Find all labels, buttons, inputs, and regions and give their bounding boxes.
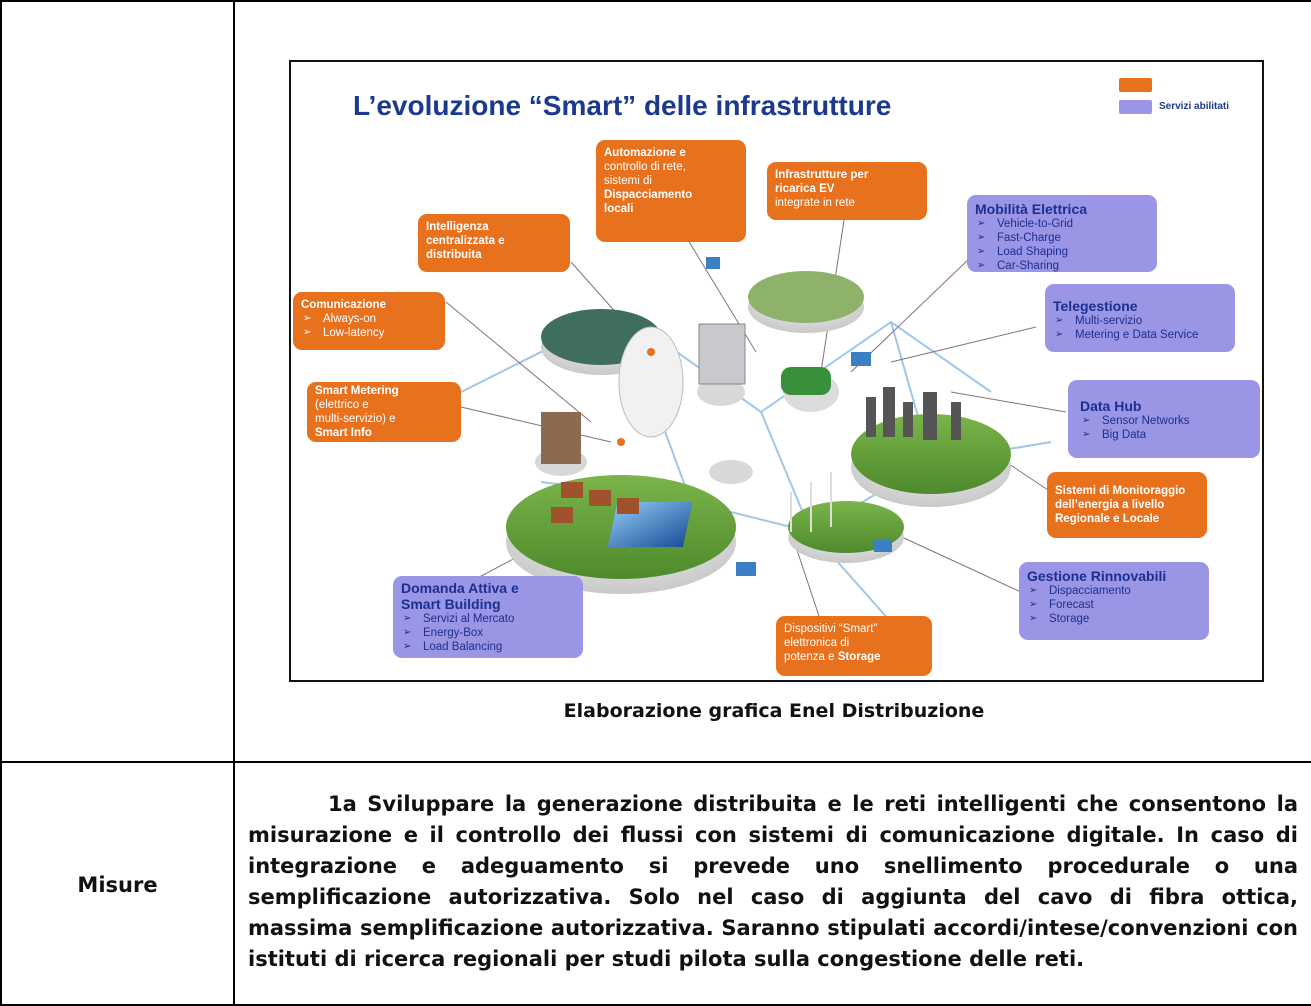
smart-grid-illustration — [445, 206, 1067, 623]
box-infrastrutture: Infrastrutture per ricarica EV integrate… — [767, 162, 927, 220]
box-infrastrutture-line: integrate in rete — [775, 197, 855, 209]
box-monitoraggio-line: Regionale e Locale — [1055, 513, 1160, 525]
box-dispositivi-line: elettronica di — [784, 637, 850, 649]
box-monitoraggio-line: dell’energia a livello — [1055, 499, 1165, 511]
list-item: Vehicle-to-Grid — [975, 217, 1149, 231]
box-smart-metering-line: Smart Info — [315, 427, 372, 439]
table-top-border — [0, 0, 1311, 2]
box-dispositivi-line: Dispositivi “Smart” — [784, 623, 878, 635]
box-automazione-line: locali — [604, 203, 634, 215]
list-item: Energy-Box — [401, 626, 575, 640]
box-monitoraggio: Sistemi di Monitoraggio dell’energia a l… — [1047, 472, 1207, 538]
box-infrastrutture-line: ricarica EV — [775, 183, 835, 195]
figure-title: L’evoluzione “Smart” delle infrastruttur… — [353, 90, 892, 121]
list-item: Metering e Data Service — [1053, 328, 1227, 342]
box-dispositivi-line: Storage — [837, 651, 881, 663]
box-intelligenza-line: Intelligenza — [426, 221, 489, 233]
box-data-hub: Data Hub Sensor Networks Big Data — [1068, 380, 1260, 458]
box-rinnovabili: Gestione Rinnovabili Dispacciamento Fore… — [1019, 562, 1209, 640]
box-mobilita: Mobilità Elettrica Vehicle-to-Grid Fast-… — [967, 195, 1157, 273]
figure-caption: Elaborazione grafica Enel Distribuzione — [563, 700, 985, 722]
list-item: Load Balancing — [401, 640, 575, 654]
box-mobilita-title: Mobilità Elettrica — [975, 201, 1088, 217]
list-item: Load Shaping — [975, 245, 1149, 259]
list-item: Sensor Networks — [1080, 414, 1252, 428]
measures-paragraph: 1a Sviluppare la generazione distribuita… — [248, 792, 1298, 971]
box-dispositivi: Dispositivi “Smart” elettronica di poten… — [776, 616, 932, 676]
table-left-border — [0, 0, 2, 1006]
legend-orange-swatch — [1119, 78, 1152, 92]
box-comunicazione: Comunicazione Always-on Low-latency — [293, 292, 445, 350]
list-item: Car-Sharing — [975, 259, 1149, 273]
list-item: Storage — [1027, 612, 1201, 626]
box-automazione: Automazione e controllo di rete, sistemi… — [596, 140, 746, 242]
box-smart-metering: Smart Metering (elettrico e multi-serviz… — [307, 382, 461, 442]
box-smart-metering-line: (elettrico e — [315, 399, 369, 411]
box-domanda-attiva: Domanda Attiva e Smart Building Servizi … — [393, 576, 583, 658]
box-automazione-line: sistemi di — [604, 175, 652, 187]
box-telegestione: Telegestione Multi-servizio Metering e D… — [1045, 284, 1235, 352]
box-intelligenza-line: centralizzata e — [426, 235, 505, 247]
box-intelligenza-line: distribuita — [426, 249, 482, 261]
box-domanda-title: Smart Building — [401, 596, 501, 612]
table-column-divider — [233, 0, 235, 1006]
list-item: Dispacciamento — [1027, 584, 1201, 598]
box-monitoraggio-line: Sistemi di Monitoraggio — [1055, 485, 1186, 497]
box-comunicazione-title: Comunicazione — [301, 299, 386, 311]
legend-purple-swatch — [1119, 100, 1152, 114]
list-item: Always-on — [301, 312, 437, 326]
list-item: Low-latency — [301, 326, 437, 340]
box-automazione-line: Automazione e — [604, 147, 686, 159]
table-bottom-border — [0, 1004, 1311, 1006]
box-smart-metering-line: multi-servizio) e — [315, 413, 396, 425]
list-item: Fast-Charge — [975, 231, 1149, 245]
list-item: Big Data — [1080, 428, 1252, 442]
box-rinnovabili-title: Gestione Rinnovabili — [1027, 568, 1167, 584]
table-row-divider — [0, 761, 1311, 763]
box-data-hub-title: Data Hub — [1080, 398, 1142, 414]
list-item: Multi-servizio — [1053, 314, 1227, 328]
list-item: Servizi al Mercato — [401, 612, 575, 626]
box-intelligenza: Intelligenza centralizzata e distribuita — [418, 214, 570, 272]
box-dispositivi-line: potenza e — [784, 651, 835, 663]
box-automazione-line: controllo di rete, — [604, 161, 686, 173]
legend-purple-label: Servizi abilitati — [1159, 101, 1230, 112]
box-infrastrutture-line: Infrastrutture per — [775, 169, 869, 181]
infographic-figure: L’evoluzione “Smart” delle infrastruttur… — [289, 60, 1264, 682]
row-label: Misure — [77, 873, 158, 897]
box-automazione-line: Dispacciamento — [604, 189, 693, 201]
list-item: Forecast — [1027, 598, 1201, 612]
box-telegestione-title: Telegestione — [1053, 298, 1138, 314]
box-smart-metering-line: Smart Metering — [315, 385, 399, 397]
box-domanda-title: Domanda Attiva e — [401, 580, 519, 596]
